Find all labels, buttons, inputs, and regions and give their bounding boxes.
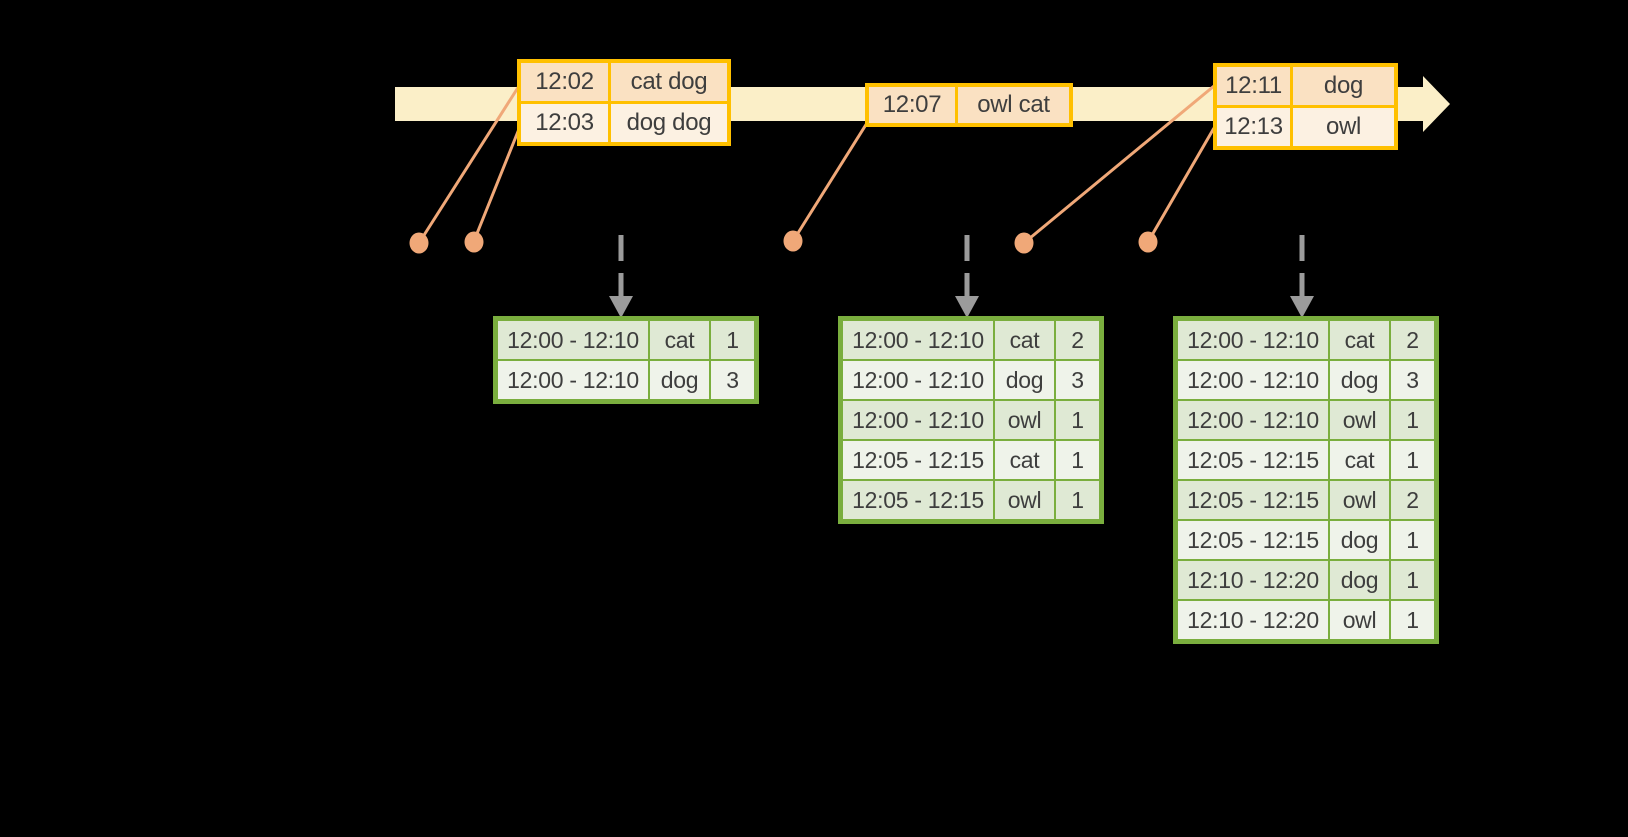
time-cell: 12:07	[865, 83, 958, 127]
event-dot-icon	[1138, 231, 1158, 253]
words-cell: dog dog	[608, 101, 731, 146]
time-cell: 12:03	[517, 101, 611, 146]
window-cell: 12:05 - 12:15	[839, 439, 995, 481]
count-cell: 1	[1389, 559, 1438, 601]
count-cell: 2	[1054, 317, 1103, 361]
word-cell: dog	[993, 359, 1056, 401]
word-cell: cat	[993, 439, 1056, 481]
event-line-1211	[1023, 84, 1215, 245]
event-line-1202	[417, 85, 521, 244]
count-cell: 2	[1389, 479, 1438, 521]
window-cell: 12:00 - 12:10	[1174, 317, 1330, 361]
window-cell: 12:05 - 12:15	[1174, 439, 1330, 481]
window-cell: 12:00 - 12:10	[839, 317, 995, 361]
window-cell: 12:00 - 12:10	[839, 359, 995, 401]
time-cell: 12:13	[1213, 105, 1293, 150]
window-cell: 12:00 - 12:10	[1174, 359, 1330, 401]
event-dot-icon	[409, 232, 429, 254]
word-cell: dog	[1328, 359, 1391, 401]
window-cell: 12:00 - 12:10	[1174, 399, 1330, 441]
count-cell: 1	[1389, 399, 1438, 441]
event-connector-lines	[417, 84, 1216, 245]
event-dot-icon	[783, 230, 803, 252]
trigger-arrow-head-icon	[609, 296, 633, 318]
event-line-1207	[791, 122, 869, 242]
window-cell: 12:10 - 12:20	[1174, 559, 1330, 601]
word-cell: owl	[993, 399, 1056, 441]
words-cell: dog	[1290, 63, 1398, 108]
window-cell: 12:05 - 12:15	[1174, 479, 1330, 521]
window-cell: 12:05 - 12:15	[839, 479, 995, 523]
trigger-arrow-head-icon	[955, 296, 979, 318]
word-cell: cat	[648, 317, 711, 361]
count-cell: 1	[1054, 399, 1103, 441]
word-cell: owl	[1328, 599, 1391, 643]
trigger-arrows	[609, 235, 1314, 318]
count-cell: 3	[709, 359, 758, 403]
count-cell: 1	[1389, 519, 1438, 561]
event-dot-icon	[464, 231, 484, 253]
window-cell: 12:00 - 12:10	[494, 317, 650, 361]
count-cell: 1	[1389, 599, 1438, 643]
trigger-arrow-head-icon	[1290, 296, 1314, 318]
window-cell: 12:10 - 12:20	[1174, 599, 1330, 643]
word-cell: owl	[1328, 399, 1391, 441]
event-dot-icon	[1014, 232, 1034, 254]
count-cell: 1	[1389, 439, 1438, 481]
word-cell: dog	[648, 359, 711, 403]
word-cell: cat	[1328, 317, 1391, 361]
window-cell: 12:05 - 12:15	[1174, 519, 1330, 561]
time-cell: 12:02	[517, 59, 611, 104]
words-cell: cat dog	[608, 59, 731, 104]
count-cell: 1	[1054, 439, 1103, 481]
word-cell: cat	[1328, 439, 1391, 481]
count-cell: 1	[1054, 479, 1103, 523]
event-dots	[409, 230, 1158, 254]
word-cell: owl	[993, 479, 1056, 523]
count-cell: 3	[1054, 359, 1103, 401]
window-cell: 12:00 - 12:10	[839, 399, 995, 441]
count-cell: 3	[1389, 359, 1438, 401]
words-cell: owl	[1290, 105, 1398, 150]
word-cell: dog	[1328, 519, 1391, 561]
time-cell: 12:11	[1213, 63, 1293, 108]
words-cell: owl cat	[955, 83, 1073, 127]
word-cell: owl	[1328, 479, 1391, 521]
count-cell: 2	[1389, 317, 1438, 361]
event-line-1213	[1146, 127, 1216, 243]
event-line-1203	[472, 128, 521, 242]
word-cell: dog	[1328, 559, 1391, 601]
window-cell: 12:00 - 12:10	[494, 359, 650, 403]
word-cell: cat	[993, 317, 1056, 361]
count-cell: 1	[709, 317, 758, 361]
